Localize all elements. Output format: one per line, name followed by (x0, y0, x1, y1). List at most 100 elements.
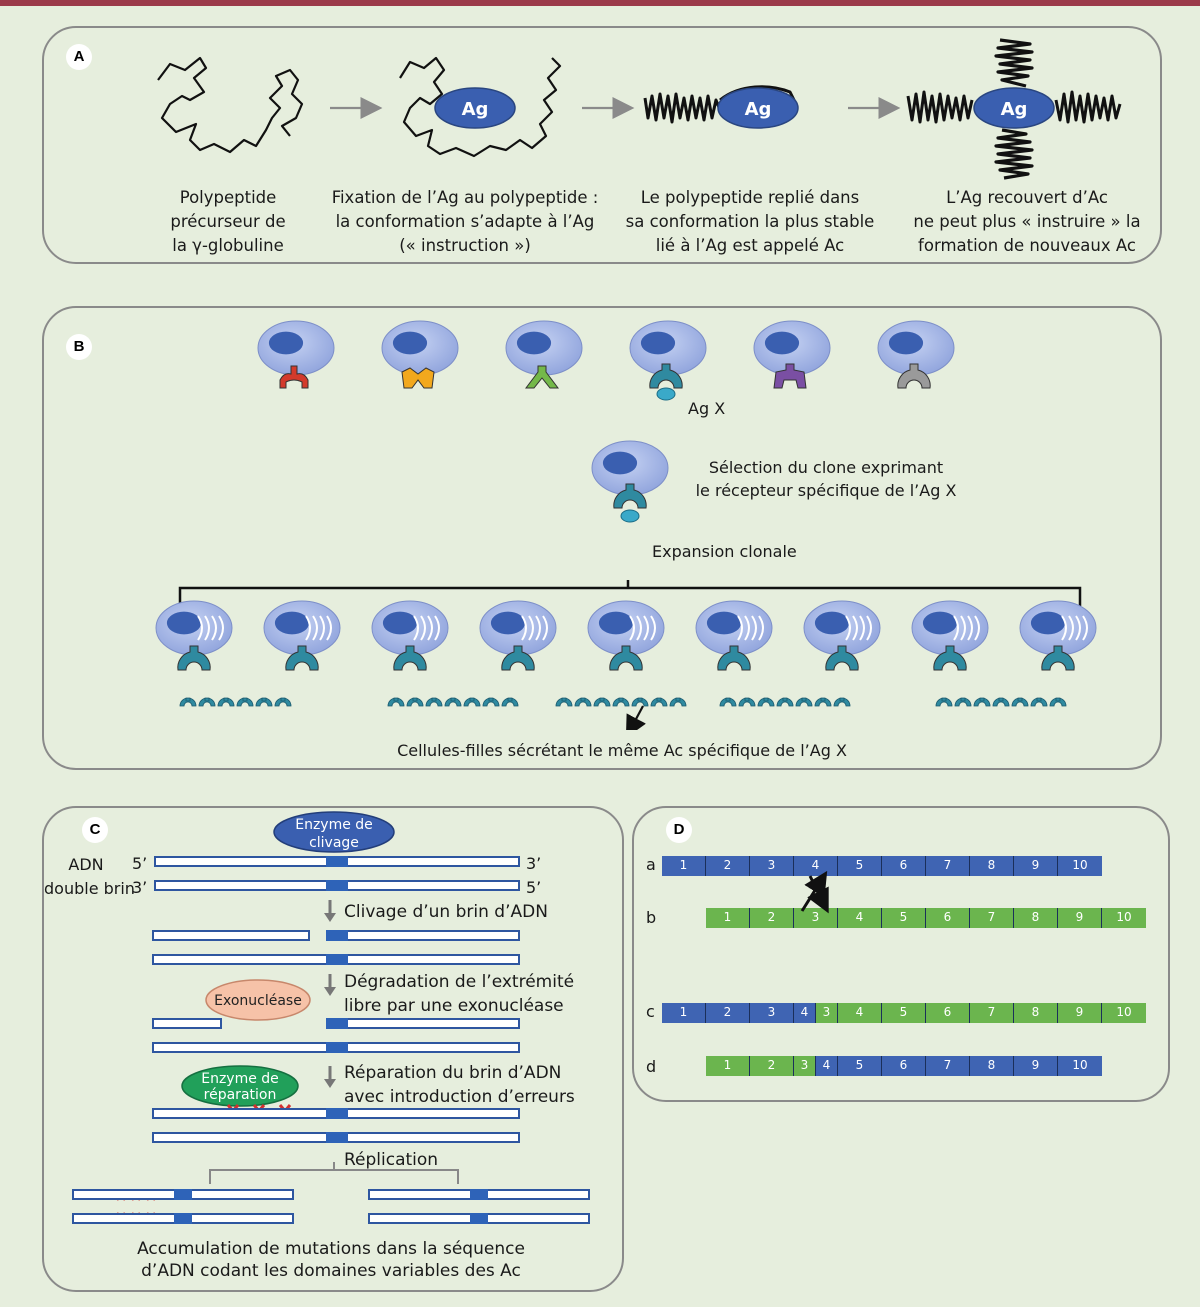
secreted-antibody (833, 697, 851, 707)
caption-a1: Polypeptide précurseur de la γ-globuline (150, 186, 306, 258)
cleavage-enzyme (273, 811, 395, 853)
secreted-antibody (425, 697, 443, 707)
segment-4: 4 (816, 1056, 838, 1076)
panel-b-label: B (66, 334, 92, 360)
membrane-antibody (609, 645, 643, 671)
segment-9: 9 (1058, 908, 1102, 928)
panel-b-illustration (155, 320, 1097, 730)
b-lymphocyte (877, 320, 955, 376)
endoplasmic-reticulum (1082, 615, 1088, 641)
plasma-cell (155, 600, 233, 656)
panel-c-label: C (82, 817, 108, 843)
step-repair-line1: Réparation du brin d’ADN (344, 1063, 562, 1083)
panel-c-enzymes: Enzyme de clivage Exonucléase Enzyme de … (181, 811, 395, 1107)
selection-text: Sélection du clone exprimant le récepteu… (690, 456, 962, 502)
adn-label-line2: double brin (44, 879, 135, 898)
secreted-antibody (1030, 697, 1048, 707)
repair-enzyme (181, 1065, 299, 1107)
dna-strand-degraded-right (326, 1018, 520, 1029)
endoplasmic-reticulum (326, 615, 332, 641)
end-5-left: 5’ (132, 854, 148, 873)
step-degradation-line1: Dégradation de l’extrémité (344, 972, 575, 992)
caption-a1-line3: la γ-globuline (172, 236, 284, 255)
secreted-antibody (973, 697, 991, 707)
segment-6: 6 (926, 908, 970, 928)
panel-a-illustration: Ag Ag Ag (157, 38, 1122, 180)
antigen-x (620, 509, 640, 523)
caption-a2-line2: la conformation s’adapte à l’Ag (335, 212, 595, 231)
variable-segment (470, 1189, 488, 1200)
secreted-antibody (482, 697, 500, 707)
plasma-cell (695, 600, 773, 656)
membrane-antibody (1041, 645, 1075, 671)
endoplasmic-reticulum (1061, 615, 1067, 641)
nucleus (268, 331, 304, 355)
segment-5: 5 (882, 1003, 926, 1023)
plasma-cell (479, 600, 557, 656)
endoplasmic-reticulum (434, 615, 440, 641)
step-repair: Réparation du brin d’ADN avec introducti… (344, 1061, 575, 1109)
row-letter-a: a (646, 855, 656, 874)
endoplasmic-reticulum (528, 615, 534, 641)
secreted-antibody (992, 697, 1010, 707)
dna-strand-cleaved-left (152, 930, 310, 941)
expansion-bracket (178, 580, 1082, 606)
segment-9: 9 (1014, 1056, 1058, 1076)
segment-4: 4 (838, 908, 882, 928)
segment-3: 3 (794, 1056, 816, 1076)
secreted-antibody (814, 697, 832, 707)
panel-a-label: A (66, 44, 92, 70)
endoplasmic-reticulum (960, 615, 966, 641)
antigen-x (656, 387, 676, 401)
variable-segment (326, 880, 348, 891)
caption-a3-line1: Le polypeptide replié dans (640, 188, 860, 207)
segment-3: 3 (750, 856, 794, 876)
membrane-receptor (897, 363, 931, 389)
secreted-antibody (650, 697, 668, 707)
segment-8: 8 (970, 856, 1014, 876)
membrane-antibody (825, 645, 859, 671)
segment-9: 9 (1014, 856, 1058, 876)
secreted-antibody (255, 697, 273, 707)
secreted-antibody (954, 697, 972, 707)
endoplasmic-reticulum (845, 615, 851, 641)
panel-c-footer-line1: Accumulation de mutations dans la séquen… (137, 1239, 525, 1259)
selection-text-line1: Sélection du clone exprimant (708, 458, 944, 477)
replication-bracket (209, 1162, 459, 1184)
polypeptide-chain (157, 56, 304, 154)
secreted-antibody (612, 697, 630, 707)
antigen-ellipse (434, 87, 516, 129)
panel-b (42, 306, 1162, 770)
cleavage-enzyme-line1: Enzyme de (295, 817, 373, 833)
segment-6: 6 (926, 1003, 970, 1023)
segment-8: 8 (1014, 908, 1058, 928)
endoplasmic-reticulum (1068, 615, 1074, 641)
segment-7: 7 (970, 1003, 1014, 1023)
ag-x-label: Ag X (688, 399, 726, 418)
endoplasmic-reticulum (859, 615, 865, 641)
variable-segment (326, 1042, 348, 1053)
cleavage-enzyme-line2: clivage (309, 835, 359, 851)
covering-antibodies-vertical (994, 38, 1034, 180)
endoplasmic-reticulum (204, 615, 210, 641)
endoplasmic-reticulum (866, 615, 872, 641)
antigen-ellipse-2 (717, 87, 799, 129)
membrane-receptor (401, 367, 435, 389)
plasma-cell (911, 600, 989, 656)
caption-a4-line2: ne peut plus « instruire » la (913, 212, 1141, 231)
panel-a (42, 26, 1162, 264)
selection-text-line2: le récepteur spécifique de l’Ag X (695, 481, 957, 500)
panel-c-footer: Accumulation de mutations dans la séquen… (106, 1238, 556, 1282)
caption-a3-line2: sa conformation la plus stable (625, 212, 875, 231)
nucleus (814, 611, 850, 635)
variable-segment (326, 954, 348, 965)
membrane-receptor (525, 365, 559, 389)
variable-segment (174, 1213, 192, 1224)
secreted-antibody (631, 697, 649, 707)
nucleus (1030, 611, 1066, 635)
segment-3: 3 (816, 1003, 838, 1023)
secreted-antibody (387, 697, 405, 707)
